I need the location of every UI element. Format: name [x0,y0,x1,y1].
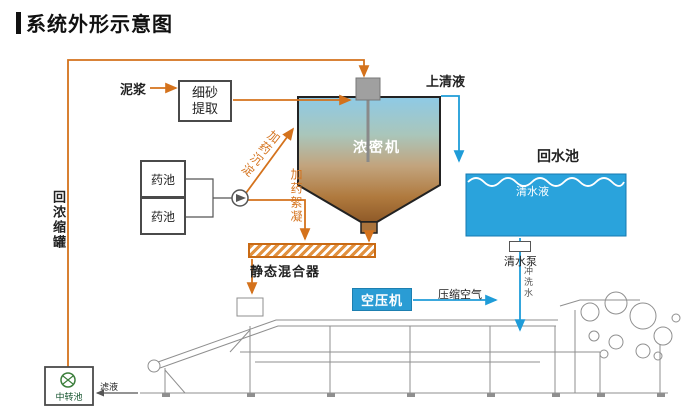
clear-water-label: 清水液 [516,186,549,198]
transfer-pool-label: 中转池 [55,392,83,402]
thickener-label: 浓密机 [353,139,401,155]
sand-extraction-label-1: 细砂 [191,85,218,100]
transfer-pool-unit [44,366,94,406]
title-accent-bar [16,11,21,34]
chemical-tank-2: 药池 [140,197,186,235]
static-mixer-bar [248,243,376,258]
pipe-chem-bracket [186,178,214,218]
pipe-dosing-floc [247,199,311,241]
water-pump-label: 清水泵 [504,256,537,268]
agitator-motor [355,77,381,101]
sand-extraction-label-2: 提取 [191,101,218,116]
filtrate-label: 滤液 [100,382,119,392]
chemical-tank-2-label: 药池 [150,209,175,224]
sand-extraction-box: 细砂 提取 [178,80,232,122]
air-compressor-box: 空压机 [352,288,412,311]
pipe-dosing-sediment [245,127,295,194]
tank-outlet-stub [360,221,378,234]
pipe-return-to-thickener [67,59,370,367]
chemical-tank-1-label: 药池 [150,172,175,187]
static-mixer-label: 静态混合器 [250,264,321,279]
return-concentrate-label: 回浓缩罐 [51,190,66,250]
title-text: 系统外形示意图 [26,14,173,36]
dosing-pump-icon [231,189,249,207]
pipe-supernatant [441,95,465,163]
air-compressor-label: 空压机 [360,293,403,308]
compressed-air-label: 压缩空气 [438,289,482,301]
water-pump-valve [509,241,531,252]
chemical-tank-1: 药池 [140,160,186,198]
return-water-pool [465,173,627,237]
page-title: 系统外形示意图 [16,8,173,37]
water-wave [467,177,625,187]
dosing-floc-label: 加药絮凝 [289,168,303,224]
return-pool-label: 回水池 [537,148,579,164]
supernatant-label: 上清液 [426,74,466,89]
feed-hopper [236,297,264,317]
belt-filter-press [140,291,681,397]
slurry-label: 泥浆 [120,82,147,97]
flush-water-label: 冲洗水 [523,266,533,299]
thickener-tank [297,77,441,234]
